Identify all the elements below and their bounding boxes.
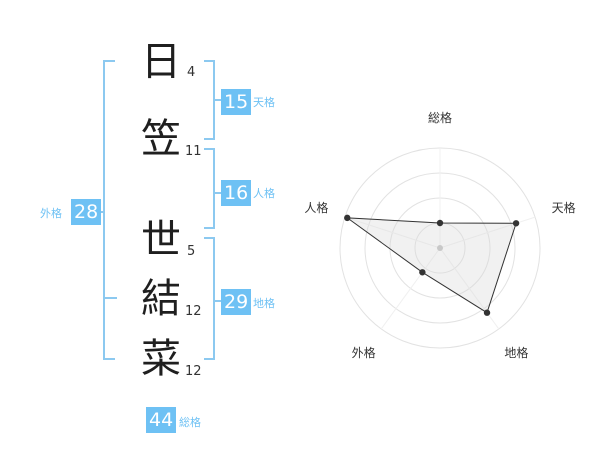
jinkaku-label: 人格 <box>253 187 275 200</box>
name-char-5: 菜 <box>141 336 181 382</box>
radar-spoke-1 <box>439 216 536 249</box>
gaikaku-value-box: 28 <box>71 199 102 225</box>
radar-spoke-3 <box>380 247 441 330</box>
name-char-2: 笠 <box>141 116 181 162</box>
stroke-count-2: 11 <box>185 144 202 159</box>
axis-label-chikaku: 地格 <box>504 345 528 360</box>
radar-value-polygon <box>345 217 517 314</box>
radar-point-3 <box>419 269 426 276</box>
jinkaku-value-box: 16 <box>221 180 252 206</box>
stroke-count-3: 5 <box>187 244 196 259</box>
radar-spokes <box>344 148 536 330</box>
radar-spoke-4 <box>344 216 441 249</box>
tenkaku-value-box: 15 <box>221 89 252 115</box>
axis-label-soukaku: 総格 <box>428 110 452 125</box>
chikaku-label: 地格 <box>253 297 275 310</box>
radar-center-dot <box>437 245 443 251</box>
jinkaku-bracket <box>204 148 215 229</box>
name-char-4: 結 <box>141 276 181 322</box>
gaikaku-label: 外格 <box>40 207 62 220</box>
radar-points <box>344 214 520 316</box>
radar-point-2 <box>483 309 491 316</box>
tenkaku-bracket <box>204 60 215 140</box>
soukaku-value-box: 44 <box>146 407 177 433</box>
stroke-count-4: 12 <box>185 304 202 319</box>
name-char-1: 日 <box>141 39 181 85</box>
gaikaku-bracket <box>103 60 115 360</box>
radar-point-1 <box>512 220 520 227</box>
name-char-3: 世 <box>141 217 181 263</box>
soukaku-label: 総格 <box>179 416 201 429</box>
chikaku-bracket <box>204 237 215 360</box>
chikaku-value-box: 29 <box>221 289 252 315</box>
stroke-count-5: 12 <box>185 364 202 379</box>
axis-label-tenkaku: 天格 <box>552 200 576 215</box>
radar-point-0 <box>436 219 444 227</box>
tenkaku-bracket-tick <box>215 99 221 101</box>
axis-label-jinkaku: 人格 <box>304 200 328 215</box>
axis-label-gaikaku: 外格 <box>352 345 376 360</box>
radar-spoke-2 <box>439 247 500 330</box>
gaikaku-bracket-divider <box>103 297 117 299</box>
stroke-count-1: 4 <box>187 65 196 80</box>
jinkaku-bracket-tick <box>215 192 221 194</box>
tenkaku-label: 天格 <box>253 96 275 109</box>
chikaku-bracket-tick <box>215 300 221 302</box>
radar-point-4 <box>344 214 351 222</box>
